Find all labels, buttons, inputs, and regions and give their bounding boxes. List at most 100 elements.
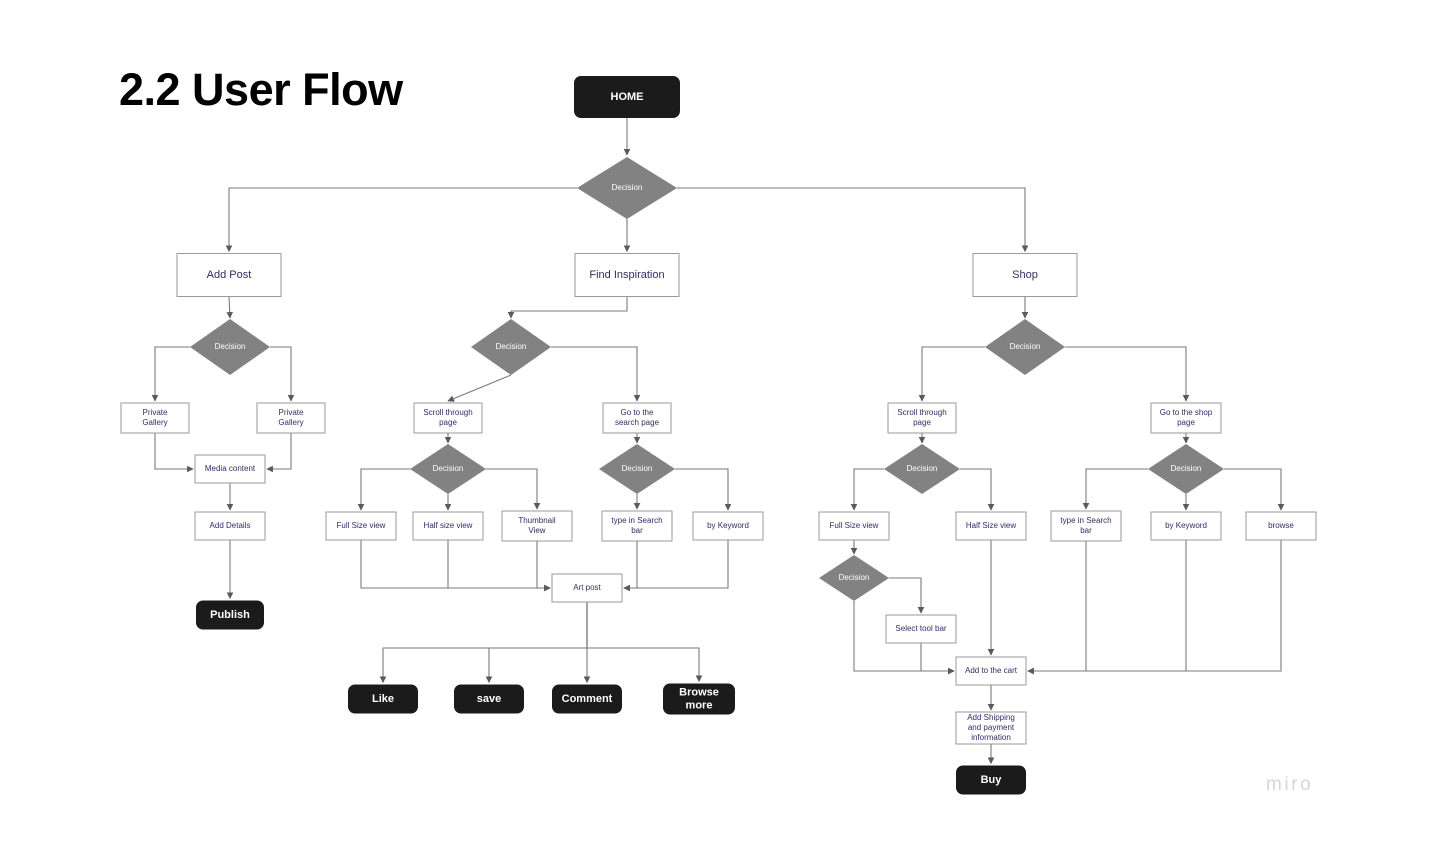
node-label: Decision [907, 464, 938, 473]
node-find_insp[interactable]: Find Inspiration [574, 253, 680, 297]
edge-d_search_fi-to-by_keyword_fi [675, 468, 732, 511]
node-label: Add Details [210, 521, 251, 530]
process-shape [325, 511, 397, 541]
node-by_keyword_shop[interactable]: by Keyword [1150, 511, 1222, 541]
process-shape [1050, 510, 1122, 542]
process-shape [955, 656, 1027, 686]
decision-diamond [190, 319, 270, 375]
node-select_toolbar[interactable]: Select tool bar [885, 614, 957, 644]
process-shape [602, 402, 672, 434]
edge-d_shoppage-to-type_search_shop [1082, 468, 1148, 510]
terminal-shape [663, 683, 735, 715]
node-add_to_cart[interactable]: Add to the cart [955, 656, 1027, 686]
node-label: Like [372, 693, 394, 705]
node-media_content[interactable]: Media content [194, 454, 266, 484]
edge-priv_gal_r-to-media_content [266, 433, 292, 473]
node-d_scroll_shop[interactable]: Decision [884, 444, 960, 494]
node-d_search_fi[interactable]: Decision [599, 444, 675, 494]
node-label: Add to the cart [965, 666, 1018, 675]
node-label: Decision [622, 464, 653, 473]
node-label: Full Size view [830, 521, 879, 530]
terminal-shape [574, 76, 680, 118]
edge-d_findinsp-to-scroll_fi [447, 374, 512, 402]
node-label: Decision [1171, 464, 1202, 473]
node-d_findinsp[interactable]: Decision [471, 319, 551, 375]
edge-d_scroll_shop-to-full_size_shop [850, 468, 884, 511]
node-buy[interactable]: Buy [956, 765, 1026, 795]
node-like[interactable]: Like [348, 684, 418, 714]
edge-d_addpost-to-priv_gal_r [270, 346, 295, 402]
node-label: Art post [573, 583, 601, 592]
node-label: Decision [215, 342, 246, 351]
decision-diamond [577, 157, 677, 219]
edge-d_shop-to-goto_shop [1065, 346, 1190, 402]
node-label: Decision [1010, 342, 1041, 351]
edge-art_post-to-like [379, 602, 588, 684]
edge-type_search_fi-to-art_post [623, 541, 638, 592]
node-save[interactable]: save [454, 684, 524, 714]
node-add_details[interactable]: Add Details [194, 511, 266, 541]
node-browse_shop[interactable]: browse [1245, 511, 1317, 541]
node-add_post[interactable]: Add Post [176, 253, 282, 297]
terminal-shape [454, 684, 524, 714]
process-shape [1245, 511, 1317, 541]
edge-by_keyword_fi-to-art_post [623, 540, 729, 592]
node-half_size_fi[interactable]: Half size view [412, 511, 484, 541]
decision-diamond [471, 319, 551, 375]
edge-by_keyword_shop-to-add_to_cart [1027, 540, 1187, 675]
terminal-shape [348, 684, 418, 714]
node-label: HOME [611, 91, 644, 103]
edge-d_addpost-to-priv_gal_l [151, 346, 190, 402]
edge-d_root-to-shop [677, 187, 1029, 253]
node-full_size_shop[interactable]: Full Size view [818, 511, 890, 541]
node-d_scroll_fi[interactable]: Decision [410, 444, 486, 494]
node-label: Decision [433, 464, 464, 473]
node-label: Publish [210, 609, 250, 621]
process-shape [176, 253, 282, 297]
edge-add_post-to-d_addpost [226, 296, 234, 319]
process-shape [501, 510, 573, 542]
node-d_fullsize_shop[interactable]: Decision [819, 555, 889, 601]
process-shape [955, 511, 1027, 541]
process-shape [1150, 511, 1222, 541]
page-title: 2.2 User Flow [119, 64, 403, 115]
node-d_shoppage[interactable]: Decision [1148, 444, 1224, 494]
process-shape [887, 402, 957, 434]
node-comment[interactable]: Comment [552, 684, 622, 714]
node-shop[interactable]: Shop [972, 253, 1078, 297]
node-d_shop[interactable]: Decision [985, 319, 1065, 375]
edge-art_post-to-save [485, 602, 588, 684]
node-label: Media content [205, 464, 256, 473]
node-home[interactable]: HOME [574, 76, 680, 118]
node-publish[interactable]: Publish [196, 600, 264, 630]
process-shape [1150, 402, 1222, 434]
node-full_size_fi[interactable]: Full Size view [325, 511, 397, 541]
process-shape [194, 511, 266, 541]
node-d_addpost[interactable]: Decision [190, 319, 270, 375]
node-art_post[interactable]: Art post [551, 573, 623, 603]
node-label: Half Size view [966, 521, 1016, 530]
node-d_root[interactable]: Decision [577, 157, 677, 219]
node-by_keyword_fi[interactable]: by Keyword [692, 511, 764, 541]
edge-d_root-to-add_post [225, 187, 577, 253]
node-half_size_shop[interactable]: Half Size view [955, 511, 1027, 541]
process-shape [955, 711, 1027, 745]
process-shape [818, 511, 890, 541]
decision-diamond [1148, 444, 1224, 494]
edge-d_shop-to-scroll_shop [918, 346, 985, 402]
